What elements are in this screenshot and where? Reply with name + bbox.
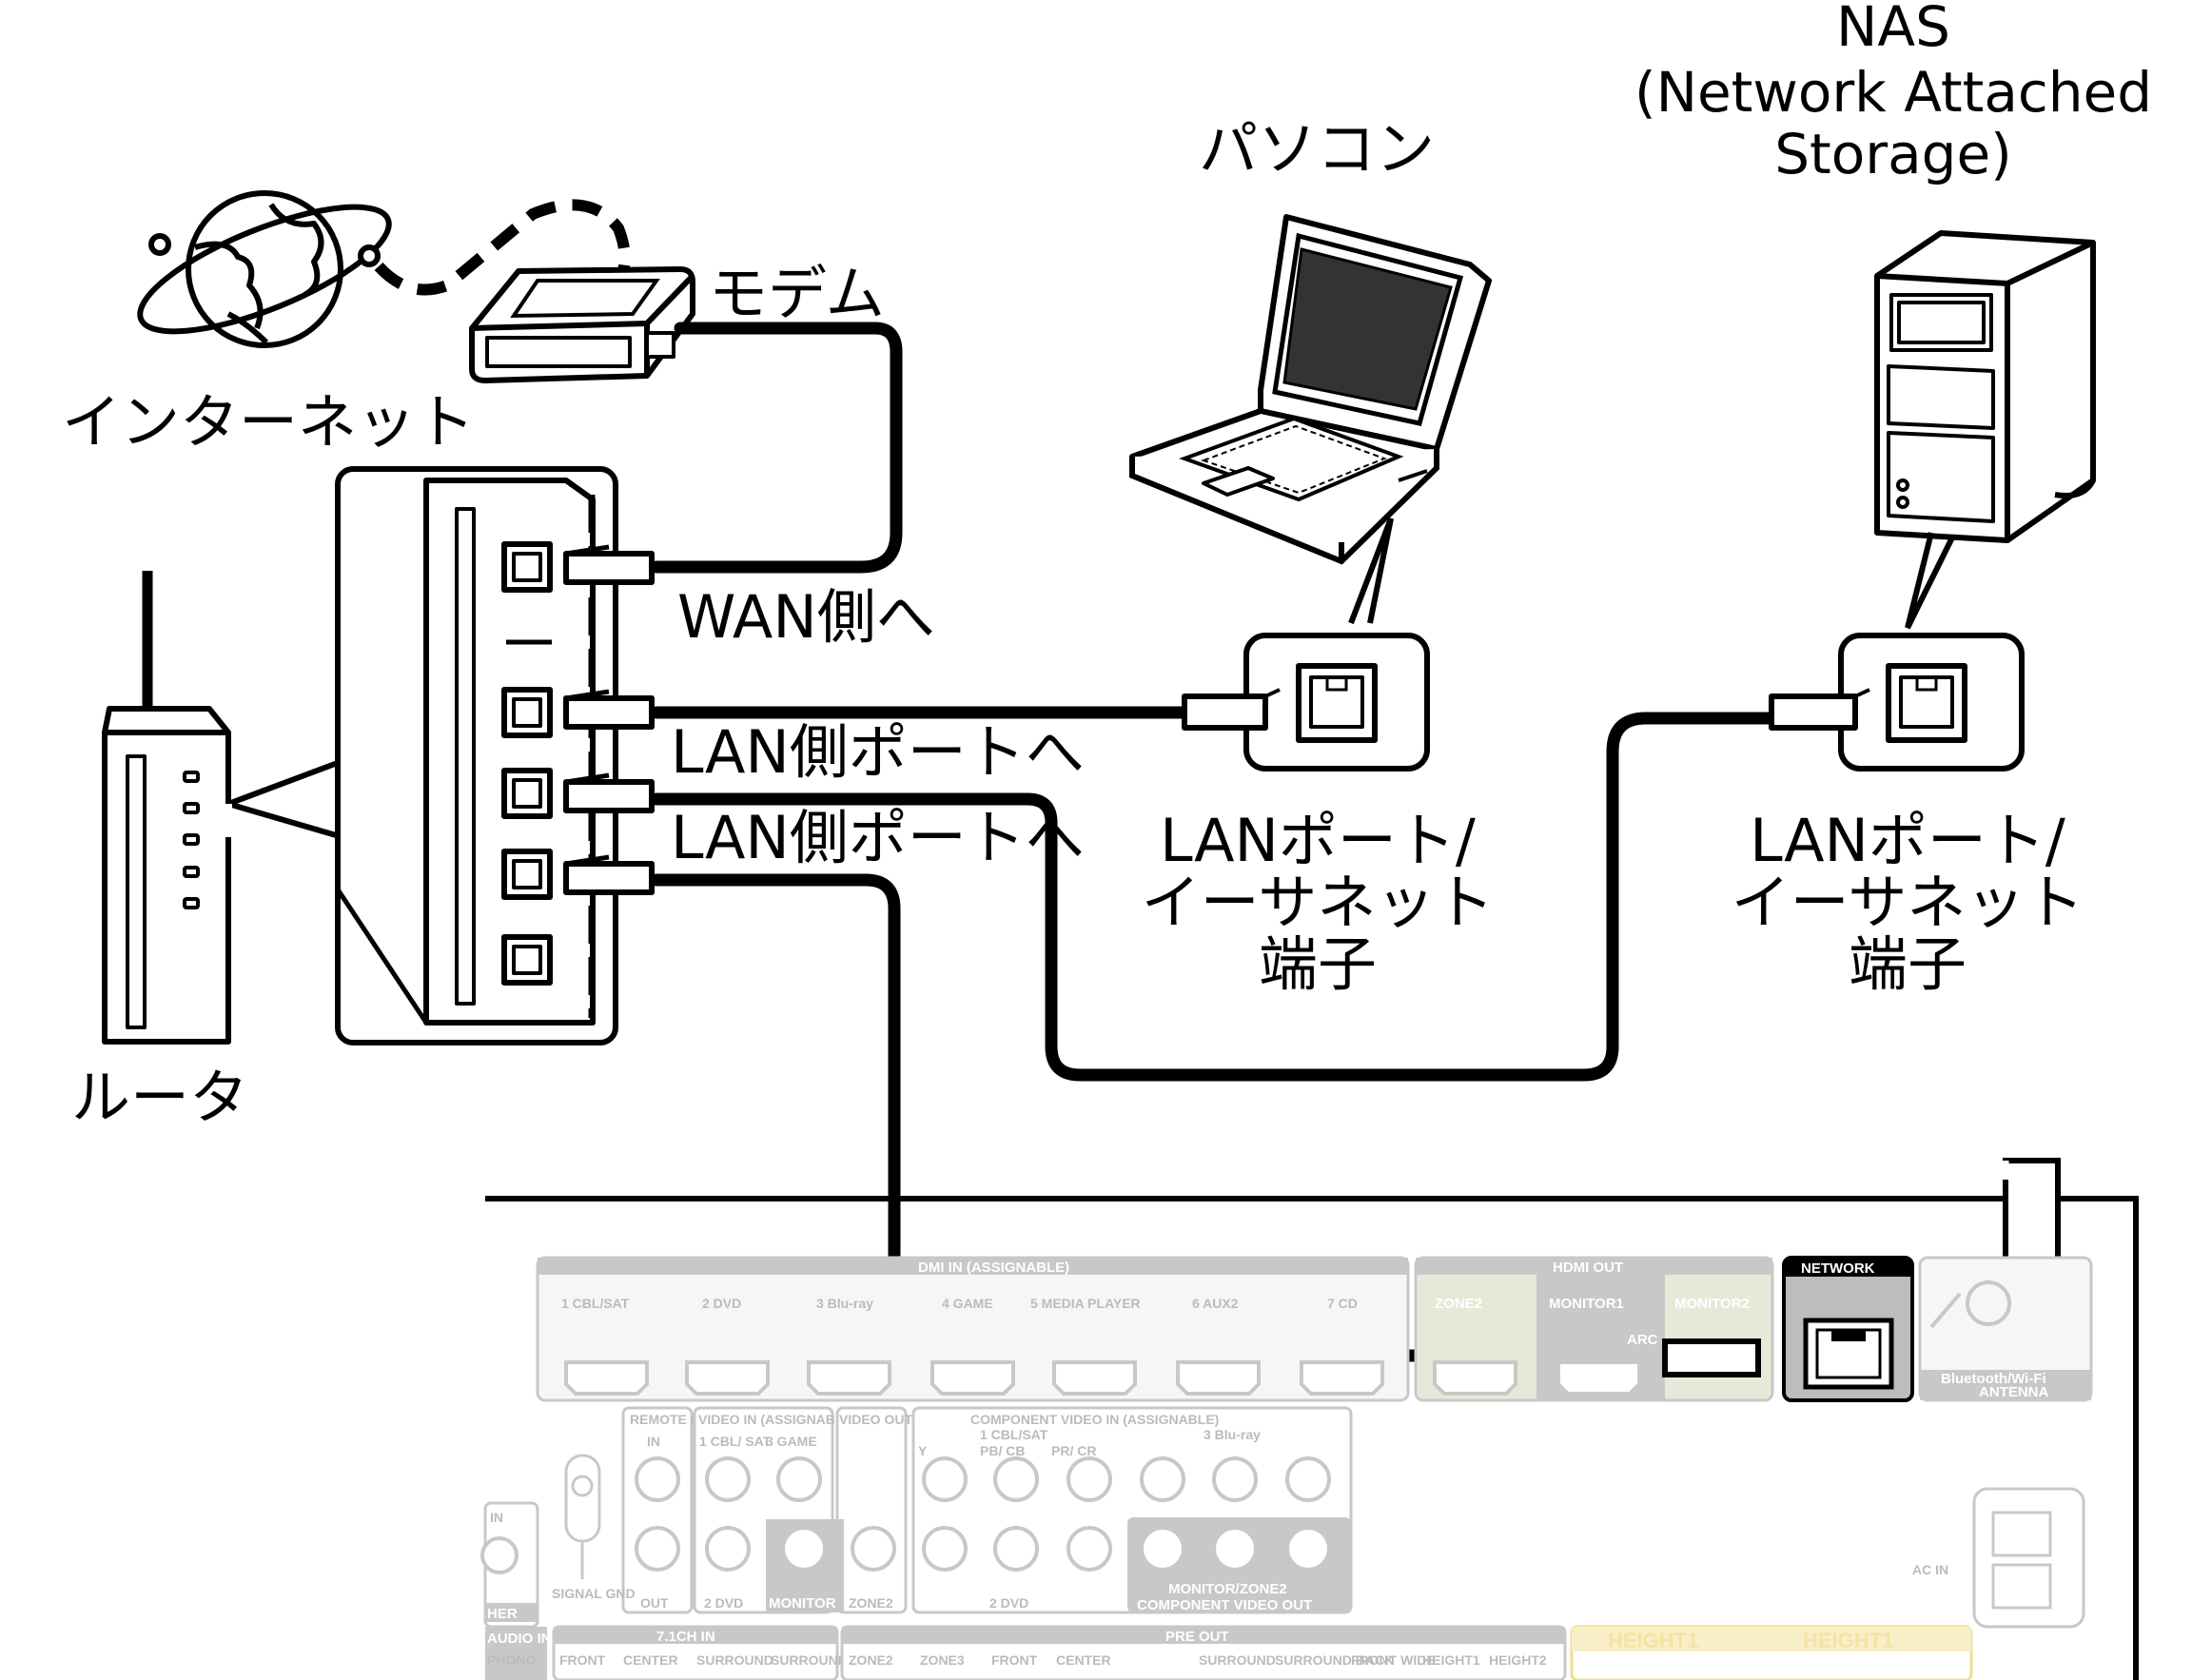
component-pr: PR/ CR bbox=[1051, 1443, 1096, 1458]
label-pc-port-2: イーサネット bbox=[1142, 868, 1495, 937]
component-y: Y bbox=[918, 1443, 928, 1458]
ch71-front: FRONT bbox=[559, 1652, 606, 1668]
component-out-label: COMPONENT VIDEO OUT bbox=[1137, 1597, 1312, 1613]
label-nas-2: (Network Attached bbox=[1634, 60, 2152, 125]
label-router: ルータ bbox=[71, 1063, 248, 1132]
hdmi-in-1: 1 CBL/SAT bbox=[561, 1296, 630, 1311]
router-port-lan3 bbox=[501, 849, 553, 900]
plug-lan1 bbox=[563, 689, 655, 730]
antenna-label-2: ANTENNA bbox=[1979, 1384, 2048, 1400]
video-out-monitor: MONITOR bbox=[769, 1595, 836, 1612]
pre-out-front-wide: FRONT WIDE bbox=[1351, 1652, 1436, 1668]
pre-out-surround-back: SURROUND BACK bbox=[1275, 1652, 1394, 1668]
monitor-zone2-label: MONITOR/ZONE2 bbox=[1168, 1581, 1287, 1597]
label-pc: パソコン bbox=[1199, 114, 1435, 184]
audio-in-label: AUDIO IN bbox=[487, 1631, 552, 1647]
component-1: 1 CBL/SAT bbox=[980, 1427, 1048, 1442]
antenna-label: Bluetooth/Wi-Fi bbox=[1941, 1371, 2046, 1387]
label-lan-port-2: LAN側ポートへ bbox=[671, 803, 1085, 872]
label-modem: モデム bbox=[709, 259, 885, 328]
plug-receiver-network bbox=[1662, 1338, 1761, 1377]
pre-out-surround: SURROUND bbox=[1199, 1652, 1276, 1668]
network-header: NETWORK bbox=[1801, 1260, 1875, 1277]
plug-lan3 bbox=[563, 854, 655, 895]
pre-out-zone3: ZONE3 bbox=[920, 1652, 965, 1668]
hdmi-in-5: 5 MEDIA PLAYER bbox=[1030, 1296, 1141, 1311]
cable-modem-wan bbox=[650, 322, 903, 574]
pc-lan-port-callout bbox=[1182, 633, 1430, 772]
hdmi-out-zone2: ZONE2 bbox=[1435, 1296, 1482, 1312]
pre-out-label: PRE OUT bbox=[1165, 1629, 1229, 1645]
router-zoom-view bbox=[335, 466, 618, 1045]
plug-wan bbox=[563, 544, 655, 585]
cable-lan2-nas bbox=[650, 712, 1776, 1082]
component-in-label: COMPONENT VIDEO IN (ASSIGNABLE) bbox=[970, 1412, 1219, 1427]
component-2: 2 DVD bbox=[989, 1595, 1028, 1611]
signal-gnd-label: SIGNAL GND bbox=[552, 1586, 636, 1601]
router-port-lan4 bbox=[501, 934, 553, 986]
label-nas-port-3: 端子 bbox=[1849, 929, 1967, 999]
hdmi-in-4: 4 GAME bbox=[942, 1296, 993, 1311]
hdmi-in-header: DMI IN (ASSIGNABLE) bbox=[918, 1260, 1069, 1276]
label-nas-port-2: イーサネット bbox=[1732, 868, 2084, 937]
height1-l-label: HEIGHT1 bbox=[1803, 1629, 1893, 1652]
plug-lan2 bbox=[563, 772, 655, 813]
video-in-3: 3 GAME bbox=[766, 1434, 817, 1449]
hdmi-out-arc: ARC bbox=[1627, 1332, 1658, 1348]
left-her-label: HER bbox=[487, 1606, 518, 1622]
hdmi-in-3: 3 Blu-ray bbox=[816, 1296, 873, 1311]
pre-out-zone2: ZONE2 bbox=[849, 1652, 893, 1668]
av-receiver-rear-panel: DMI IN (ASSIGNABLE) 1 CBL/SAT 2 DVD 3 Bl… bbox=[480, 1158, 2139, 1680]
ch71-in-label: 7.1CH IN bbox=[656, 1629, 715, 1645]
pre-out-height2: HEIGHT2 bbox=[1489, 1652, 1547, 1668]
router-port-wan bbox=[501, 541, 553, 593]
left-in-label: IN bbox=[490, 1510, 503, 1525]
label-pc-port-3: 端子 bbox=[1259, 929, 1377, 999]
label-wan-port: WAN側へ bbox=[677, 582, 935, 652]
rc-out-label: OUT bbox=[640, 1595, 669, 1611]
ac-in-label: AC IN bbox=[1912, 1562, 1948, 1577]
pre-out-height1: HEIGHT1 bbox=[1422, 1652, 1480, 1668]
ch71-surround: SURROUND bbox=[696, 1652, 773, 1668]
hdmi-out-monitor1: MONITOR1 bbox=[1549, 1296, 1624, 1312]
video-in-1: 1 CBL/ SAT bbox=[699, 1434, 772, 1449]
video-in-2: 2 DVD bbox=[704, 1595, 743, 1611]
video-in-label: VIDEO IN (ASSIGNABLE) bbox=[698, 1412, 856, 1427]
hdmi-in-6: 6 AUX2 bbox=[1192, 1296, 1239, 1311]
pre-out-center: CENTER bbox=[1056, 1652, 1111, 1668]
label-nas-1: NAS bbox=[1836, 0, 1950, 59]
label-nas-port-1: LANポート/ bbox=[1750, 806, 2065, 875]
router-icon bbox=[102, 571, 345, 1045]
ch71-center: CENTER bbox=[623, 1652, 678, 1668]
hdmi-out-monitor2: MONITOR2 bbox=[1674, 1296, 1750, 1312]
label-lan-port-1: LAN側ポートへ bbox=[671, 717, 1085, 787]
label-internet: インターネット bbox=[62, 387, 475, 457]
rc-in-label: IN bbox=[647, 1434, 660, 1449]
hdmi-in-2: 2 DVD bbox=[702, 1296, 741, 1311]
component-pb: PB/ CB bbox=[980, 1443, 1025, 1458]
laptop-pc-icon bbox=[1129, 214, 1492, 625]
hdmi-out-header: HDMI OUT bbox=[1553, 1260, 1623, 1276]
video-out-zone2: ZONE2 bbox=[849, 1595, 893, 1611]
pre-out-front: FRONT bbox=[991, 1652, 1038, 1668]
label-pc-port-1: LANポート/ bbox=[1160, 806, 1476, 875]
modem-icon bbox=[469, 266, 695, 383]
label-nas-3: Storage) bbox=[1774, 122, 2012, 186]
internet-globe-icon bbox=[137, 190, 392, 348]
video-out-label: VIDEO OUT bbox=[839, 1412, 912, 1427]
router-port-lan2 bbox=[501, 768, 553, 819]
nas-icon bbox=[1874, 230, 2096, 630]
phono-label: PHONO bbox=[487, 1652, 536, 1668]
router-port-lan1 bbox=[501, 687, 553, 738]
height1-r-label: HEIGHT1 bbox=[1608, 1629, 1698, 1652]
hdmi-in-7: 7 CD bbox=[1327, 1296, 1358, 1311]
internet-dashed-link bbox=[374, 199, 631, 296]
component-3: 3 Blu-ray bbox=[1204, 1427, 1261, 1442]
signal-gnd-icon bbox=[564, 1454, 601, 1579]
nas-lan-port-callout bbox=[1769, 633, 2025, 772]
